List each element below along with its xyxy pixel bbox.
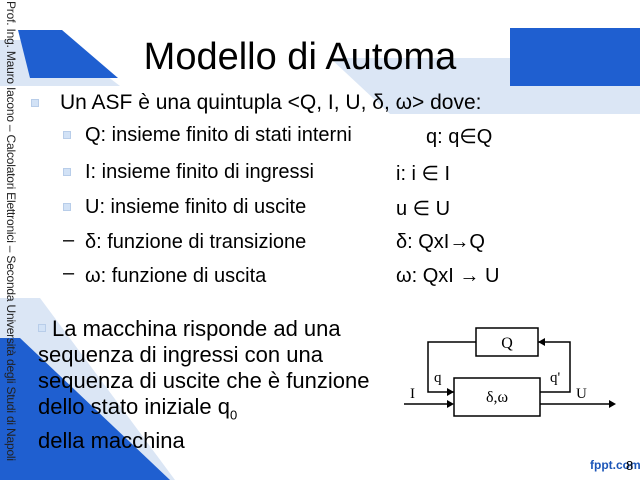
subscript-zero: 0 — [230, 407, 238, 423]
main-paragraph-text: La macchina risponde ad una sequenza di … — [38, 316, 370, 419]
function-box-label: δ,ω — [486, 389, 508, 406]
decorative-wedge-bottom-left — [0, 298, 175, 480]
arrow-head — [538, 338, 545, 346]
item-desc: δ: funzione di transizione — [85, 231, 307, 253]
q-label: q — [434, 370, 442, 386]
bullet-square-marker — [31, 99, 39, 107]
arrow-head — [447, 388, 454, 396]
intro-line: Un ASF è una quintupla <Q, I, U, δ, ω> d… — [60, 91, 482, 114]
main-paragraph: La macchina risponde ad una sequenza di … — [38, 316, 398, 454]
state-box-label: Q — [501, 335, 513, 352]
decorative-wedge-top-left — [0, 30, 120, 86]
arrow-head — [609, 400, 616, 408]
bullet-dash-marker: – — [63, 262, 75, 284]
automaton-diagram: Q δ,ω I q q' U — [404, 327, 616, 417]
feedback-line-right — [538, 341, 571, 393]
feedback-line-left — [427, 341, 476, 393]
function-box — [453, 377, 541, 417]
item-formula: δ: QxI→Q — [396, 231, 485, 253]
q-prime-label: q' — [550, 370, 561, 386]
bullet-dash-marker: – — [63, 229, 75, 251]
item-desc: ω: funzione di uscita — [85, 265, 267, 287]
arrow-head — [447, 400, 454, 408]
main-paragraph-tail: della macchina — [38, 428, 185, 454]
item-formula: i: i ∈ I — [396, 163, 451, 185]
bullet-square-marker — [63, 131, 71, 139]
item-formula: ω: QxI → U — [396, 265, 500, 287]
output-label: U — [576, 386, 587, 402]
bullet-square-marker — [63, 203, 71, 211]
bullet-square-marker — [63, 168, 71, 176]
page-number: 8 — [626, 458, 634, 473]
item-desc: I: insieme finito di ingressi — [85, 161, 314, 183]
item-formula: u ∈ U — [396, 198, 451, 220]
item-desc: Q: insieme finito di stati interni — [85, 124, 352, 146]
item-formula: q: q∈Q — [426, 126, 493, 148]
input-label: I — [410, 386, 415, 402]
bullet-square-marker — [38, 324, 46, 332]
item-desc: U: insieme finito di uscite — [85, 196, 307, 218]
slide-title: Modello di Automa — [143, 36, 457, 78]
decorative-band-top-right — [330, 28, 640, 114]
fppt-logo: fppt.com — [590, 458, 640, 472]
